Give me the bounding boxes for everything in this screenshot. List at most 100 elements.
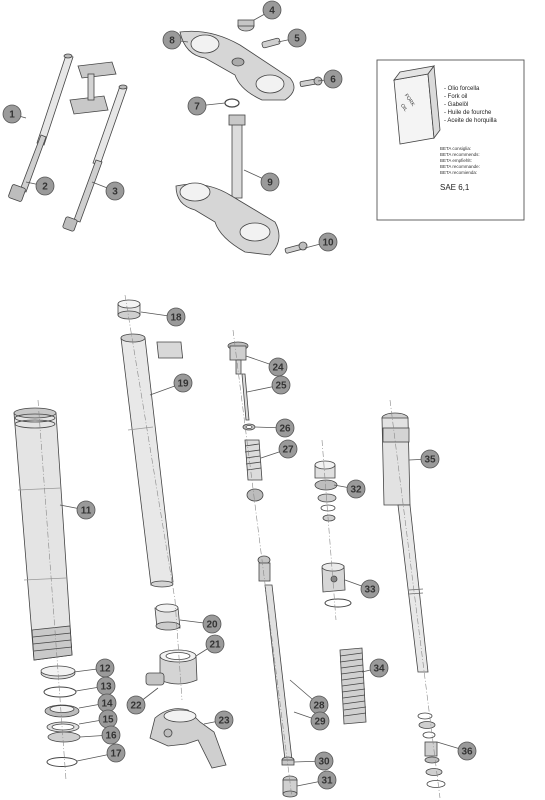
top-nut bbox=[237, 19, 255, 32]
callout-circle-22 bbox=[126, 695, 146, 715]
callout-number-16: 16 bbox=[105, 731, 117, 742]
callout-number-28: 28 bbox=[313, 701, 325, 712]
callout-number-29: 29 bbox=[314, 717, 326, 728]
callout-14: 14 bbox=[97, 693, 117, 713]
callout-circle-24 bbox=[268, 357, 288, 377]
callout-circle-3 bbox=[105, 181, 125, 201]
snap-ring bbox=[46, 757, 78, 767]
oil-note-box bbox=[376, 59, 525, 221]
clamps-assembled bbox=[69, 61, 117, 115]
callout-number-10: 10 bbox=[322, 238, 334, 249]
callout-26: 26 bbox=[275, 418, 295, 438]
rec-line-1: BETA consiglia: bbox=[440, 146, 471, 151]
callout-number-23: 23 bbox=[218, 716, 230, 727]
callout-circle-32 bbox=[346, 479, 366, 499]
lang-line-1: - Olio forcella bbox=[444, 86, 480, 92]
callout-number-15: 15 bbox=[102, 715, 114, 726]
clamp-bolt-side bbox=[299, 76, 323, 87]
callout-circle-21 bbox=[205, 634, 225, 654]
callout-28: 28 bbox=[309, 695, 329, 715]
callout-33: 33 bbox=[360, 579, 380, 599]
rec-line-4: BETA recommande: bbox=[440, 164, 480, 169]
can-label-oil: OIL bbox=[399, 103, 409, 113]
cartridge-cap bbox=[227, 341, 249, 375]
callout-number-26: 26 bbox=[279, 424, 291, 435]
callout-1: 1 bbox=[2, 104, 22, 124]
callout-22: 22 bbox=[126, 695, 146, 715]
callout-15: 15 bbox=[98, 709, 118, 729]
foot-valve bbox=[282, 775, 298, 798]
callout-number-6: 6 bbox=[330, 75, 336, 86]
callout-circle-18 bbox=[166, 307, 186, 327]
callout-number-2: 2 bbox=[42, 182, 48, 193]
callout-number-4: 4 bbox=[269, 6, 275, 17]
callout-number-12: 12 bbox=[99, 664, 111, 675]
nut-small bbox=[242, 423, 256, 431]
center-lines bbox=[37, 294, 441, 799]
callout-number-13: 13 bbox=[100, 682, 112, 693]
callout-circle-6 bbox=[323, 69, 343, 89]
lang-line-3: - Gabelöl bbox=[444, 102, 468, 108]
callout-29: 29 bbox=[310, 711, 330, 731]
callout-circle-4 bbox=[262, 0, 282, 20]
callout-6: 6 bbox=[323, 69, 343, 89]
callout-number-11: 11 bbox=[81, 506, 92, 517]
callout-3: 3 bbox=[105, 181, 125, 201]
callout-circle-36 bbox=[457, 741, 477, 761]
fork-spring bbox=[339, 647, 367, 725]
callout-circle-5 bbox=[287, 28, 307, 48]
callout-35: 35 bbox=[420, 449, 440, 469]
callout-25: 25 bbox=[271, 375, 291, 395]
callout-number-14: 14 bbox=[101, 699, 113, 710]
callout-number-31: 31 bbox=[321, 776, 333, 787]
callout-circle-27 bbox=[278, 439, 298, 459]
callout-9: 9 bbox=[260, 172, 280, 192]
callout-number-21: 21 bbox=[209, 640, 221, 651]
rec-line-3: BETA empfiehlt: bbox=[440, 158, 472, 163]
callout-19: 19 bbox=[173, 373, 193, 393]
callout-circle-33 bbox=[360, 579, 380, 599]
callout-circle-11 bbox=[76, 500, 96, 520]
callout-number-34: 34 bbox=[373, 664, 385, 675]
callout-circle-2 bbox=[35, 176, 55, 196]
guide-bushing bbox=[47, 731, 81, 743]
axle-clamp bbox=[145, 649, 198, 686]
part-drawings bbox=[8, 19, 525, 799]
valve-spring-assembly bbox=[244, 439, 264, 502]
callout-20: 20 bbox=[202, 614, 222, 634]
dust-seal bbox=[40, 665, 76, 680]
callout-number-19: 19 bbox=[177, 379, 189, 390]
callout-30: 30 bbox=[314, 751, 334, 771]
callout-7: 7 bbox=[187, 96, 207, 116]
callout-31: 31 bbox=[317, 770, 337, 790]
oil-grade: SAE 6,1 bbox=[440, 183, 470, 192]
callout-circle-30 bbox=[314, 751, 334, 771]
callout-number-22: 22 bbox=[130, 701, 142, 712]
callout-circle-23 bbox=[214, 710, 234, 730]
valve-kit-upper bbox=[314, 460, 338, 522]
callout-10: 10 bbox=[318, 232, 338, 252]
callout-circle-35 bbox=[420, 449, 440, 469]
callout-circle-7 bbox=[187, 96, 207, 116]
valve-stack-lower bbox=[417, 712, 446, 788]
callout-circle-10 bbox=[318, 232, 338, 252]
callout-circle-31 bbox=[317, 770, 337, 790]
callout-number-30: 30 bbox=[318, 757, 330, 768]
oil-seal bbox=[44, 704, 80, 718]
callout-number-25: 25 bbox=[275, 381, 287, 392]
push-rod bbox=[241, 373, 250, 421]
callout-circle-26 bbox=[275, 418, 295, 438]
fork-leg-right-assembled bbox=[62, 84, 128, 232]
bushing-lower bbox=[154, 603, 181, 631]
callout-circle-17 bbox=[106, 743, 126, 763]
lang-line-4: - Huile de fourche bbox=[444, 110, 492, 116]
callout-24: 24 bbox=[268, 357, 288, 377]
callout-34: 34 bbox=[369, 658, 389, 678]
callout-number-20: 20 bbox=[206, 620, 218, 631]
callout-number-35: 35 bbox=[424, 455, 436, 466]
callout-17: 17 bbox=[106, 743, 126, 763]
rec-line-5: BETA recomienda: bbox=[440, 170, 477, 175]
cartridge-tube bbox=[381, 412, 429, 673]
o-ring bbox=[224, 98, 240, 108]
